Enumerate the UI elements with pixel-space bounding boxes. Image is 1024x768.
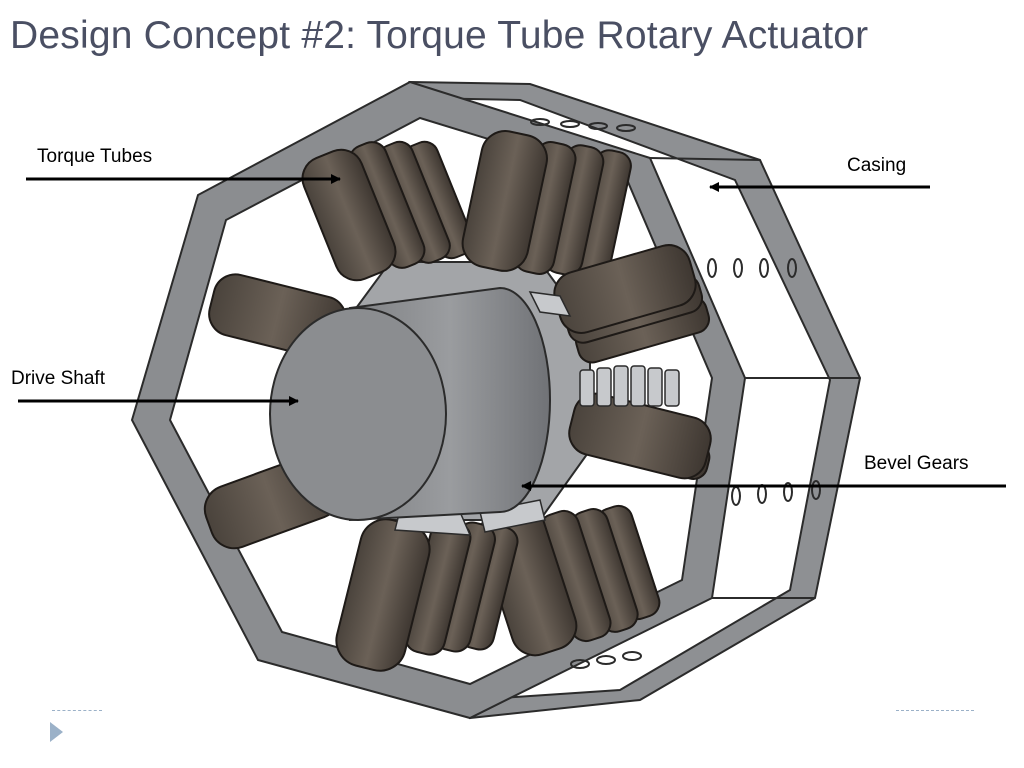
casing-label: Casing <box>847 155 907 176</box>
drive-shaft-end-face <box>269 307 447 521</box>
bevel-gears-label: Bevel Gears <box>864 453 969 474</box>
torque-tubes-label: Torque Tubes <box>37 146 153 167</box>
torque-tube-cluster <box>301 140 474 282</box>
torque-tube-cluster <box>553 244 712 480</box>
torque-tube-cluster <box>461 130 632 276</box>
footer-rule-left <box>52 710 102 711</box>
drive-shaft-label: Drive Shaft <box>11 368 105 389</box>
slide-title: Design Concept #2: Torque Tube Rotary Ac… <box>10 14 869 57</box>
casing-edge <box>649 157 761 161</box>
torque-tube-cluster <box>335 518 519 672</box>
triangle-right-icon[interactable] <box>50 722 63 742</box>
footer-rule-right <box>896 710 974 711</box>
drive-shaft <box>269 286 551 522</box>
casing-bolt-slots <box>530 118 821 669</box>
